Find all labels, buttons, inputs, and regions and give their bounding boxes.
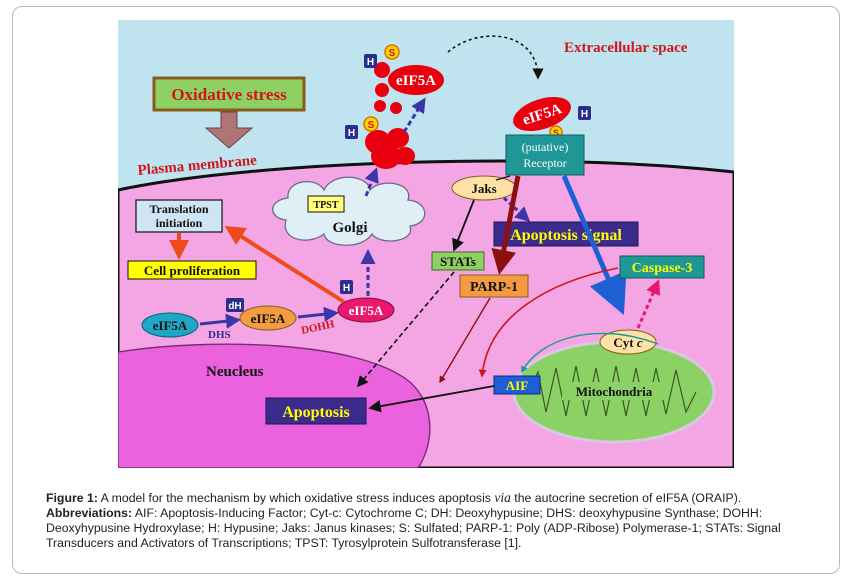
- receptor-to-jaks: [495, 175, 511, 181]
- hypusine-label-top: H: [367, 57, 374, 68]
- hypusine-badge-receptor: [578, 106, 591, 120]
- caption-text-1: A model for the mechanism by which oxida…: [97, 491, 495, 505]
- translation-initiation-box: [135, 199, 223, 233]
- eif5a-deoxyhypusine: [239, 305, 297, 331]
- apoptosis-diagram: Extracellular space Plasma membrane Oxid…: [118, 20, 734, 468]
- eif5a-to-translation-arrow: [224, 225, 346, 304]
- autocrine-arrow: [447, 35, 544, 80]
- apoptosis-signal-label: Apoptosis signal: [510, 227, 622, 244]
- apoptosis-signal-box: [493, 221, 639, 247]
- apoptosis-label: Apoptosis: [282, 404, 350, 421]
- secretion-arrow: [402, 97, 426, 133]
- extracellular-label: Extracellular space: [564, 40, 688, 56]
- translation-label-line1: Translation: [149, 202, 208, 216]
- deoxyhypusine-badge: [226, 298, 244, 312]
- receptor-label-line1: (putative): [522, 140, 569, 154]
- abbreviations-text: AIF: Apoptosis-Inducing Factor; Cyt-c: C…: [46, 506, 781, 550]
- stats-label: STATs: [440, 254, 476, 269]
- caspase3-box: [619, 255, 705, 279]
- mitochondria-label: Mitochondria: [576, 384, 653, 399]
- golgi-cloud: [272, 176, 426, 246]
- eif5a-receptor-bound: [513, 96, 571, 132]
- golgi-label: Golgi: [332, 220, 367, 236]
- stats-box: [431, 251, 485, 271]
- aif-to-apoptosis-arrow: [368, 385, 495, 413]
- figure-caption: Figure 1: A model for the mechanism by w…: [46, 490, 816, 551]
- hypusine-badge-top: [364, 54, 377, 68]
- hypusine-badge-cluster: [345, 125, 358, 139]
- sulfate-badge-cluster: [363, 116, 379, 132]
- translation-label-line2: initiation: [156, 216, 203, 230]
- abbreviations-label: Abbreviations:: [46, 506, 133, 520]
- aif-label: AIF: [506, 378, 528, 393]
- jaks-to-apoptosis-signal-arrow: [502, 196, 531, 223]
- caspase-to-apoptosis-arrow: [478, 267, 619, 378]
- parp1-label: PARP-1: [470, 280, 518, 295]
- oxidative-stress-label: Oxidative stress: [171, 85, 287, 104]
- jaks-to-stats-arrow: [452, 199, 475, 252]
- caption-via: via: [494, 490, 511, 505]
- stats-to-apoptosis-arrow: [356, 271, 455, 388]
- cell-proliferation-box: [127, 260, 257, 280]
- eif5a-unmodified: [141, 312, 199, 338]
- cytc-to-caspase-arrow: [636, 279, 661, 329]
- hypusine-label-golgi: H: [343, 283, 350, 294]
- receptor-to-mitochondria-arrow: [561, 175, 627, 316]
- golgi-to-membrane-arrow: [364, 167, 379, 197]
- apoptosis-box: [265, 397, 367, 425]
- receptor-box: [505, 134, 585, 176]
- aif-box: [493, 375, 541, 395]
- oxidative-stress-arrow: [204, 111, 254, 149]
- cell-proliferation-label: Cell proliferation: [144, 263, 241, 278]
- tpst-label: TPST: [313, 200, 338, 211]
- sulfate-label-receptor: S: [553, 128, 559, 138]
- eif5a-hypusinated-label: eIF5A: [349, 303, 384, 318]
- dhs-arrow: [199, 313, 241, 329]
- parp-to-apoptosis-arrow: [439, 297, 491, 384]
- caption-text-2: the autocrine secretion of eIF5A (ORAIP)…: [510, 491, 742, 505]
- sulfate-badge-top: [384, 44, 400, 60]
- eif5a-hypusinated: [337, 297, 395, 323]
- cytc-label: Cyt c: [613, 335, 642, 350]
- parp1-box: [459, 274, 529, 298]
- eif5a-unmodified-label: eIF5A: [153, 318, 188, 333]
- dohh-arrow: [297, 306, 339, 322]
- hypusine-label-cluster: H: [348, 128, 355, 139]
- eif5a-top-label: eIF5A: [396, 73, 436, 89]
- oxidative-stress-box: [152, 76, 306, 112]
- eif5a-cluster-top: [374, 62, 444, 114]
- receptor-label-line2: Receptor: [523, 156, 566, 170]
- cytc-node: [599, 329, 657, 355]
- jaks-label: Jaks: [471, 181, 496, 196]
- sulfate-label-cluster: S: [368, 120, 375, 131]
- neucleus-label: Neucleus: [206, 364, 264, 380]
- eif5a-deoxyhypusine-label: eIF5A: [251, 311, 286, 326]
- tpst-box: [307, 195, 345, 213]
- receptor-to-parp-arrow: [491, 175, 521, 275]
- eif5a-cluster-membrane: [365, 128, 415, 169]
- figure-label: Figure 1:: [46, 491, 98, 505]
- mitochondria-to-aif-arrow: [521, 332, 659, 374]
- dhs-label: DHS: [208, 329, 231, 341]
- hypusine-label-receptor: H: [581, 109, 588, 120]
- hypusine-badge-golgi: [340, 280, 353, 294]
- deoxyhypusine-label: dH: [228, 301, 241, 312]
- sulfate-label-top: S: [389, 48, 396, 59]
- mitochondria-label-bg: [562, 382, 666, 400]
- caspase3-label: Caspase-3: [632, 261, 693, 276]
